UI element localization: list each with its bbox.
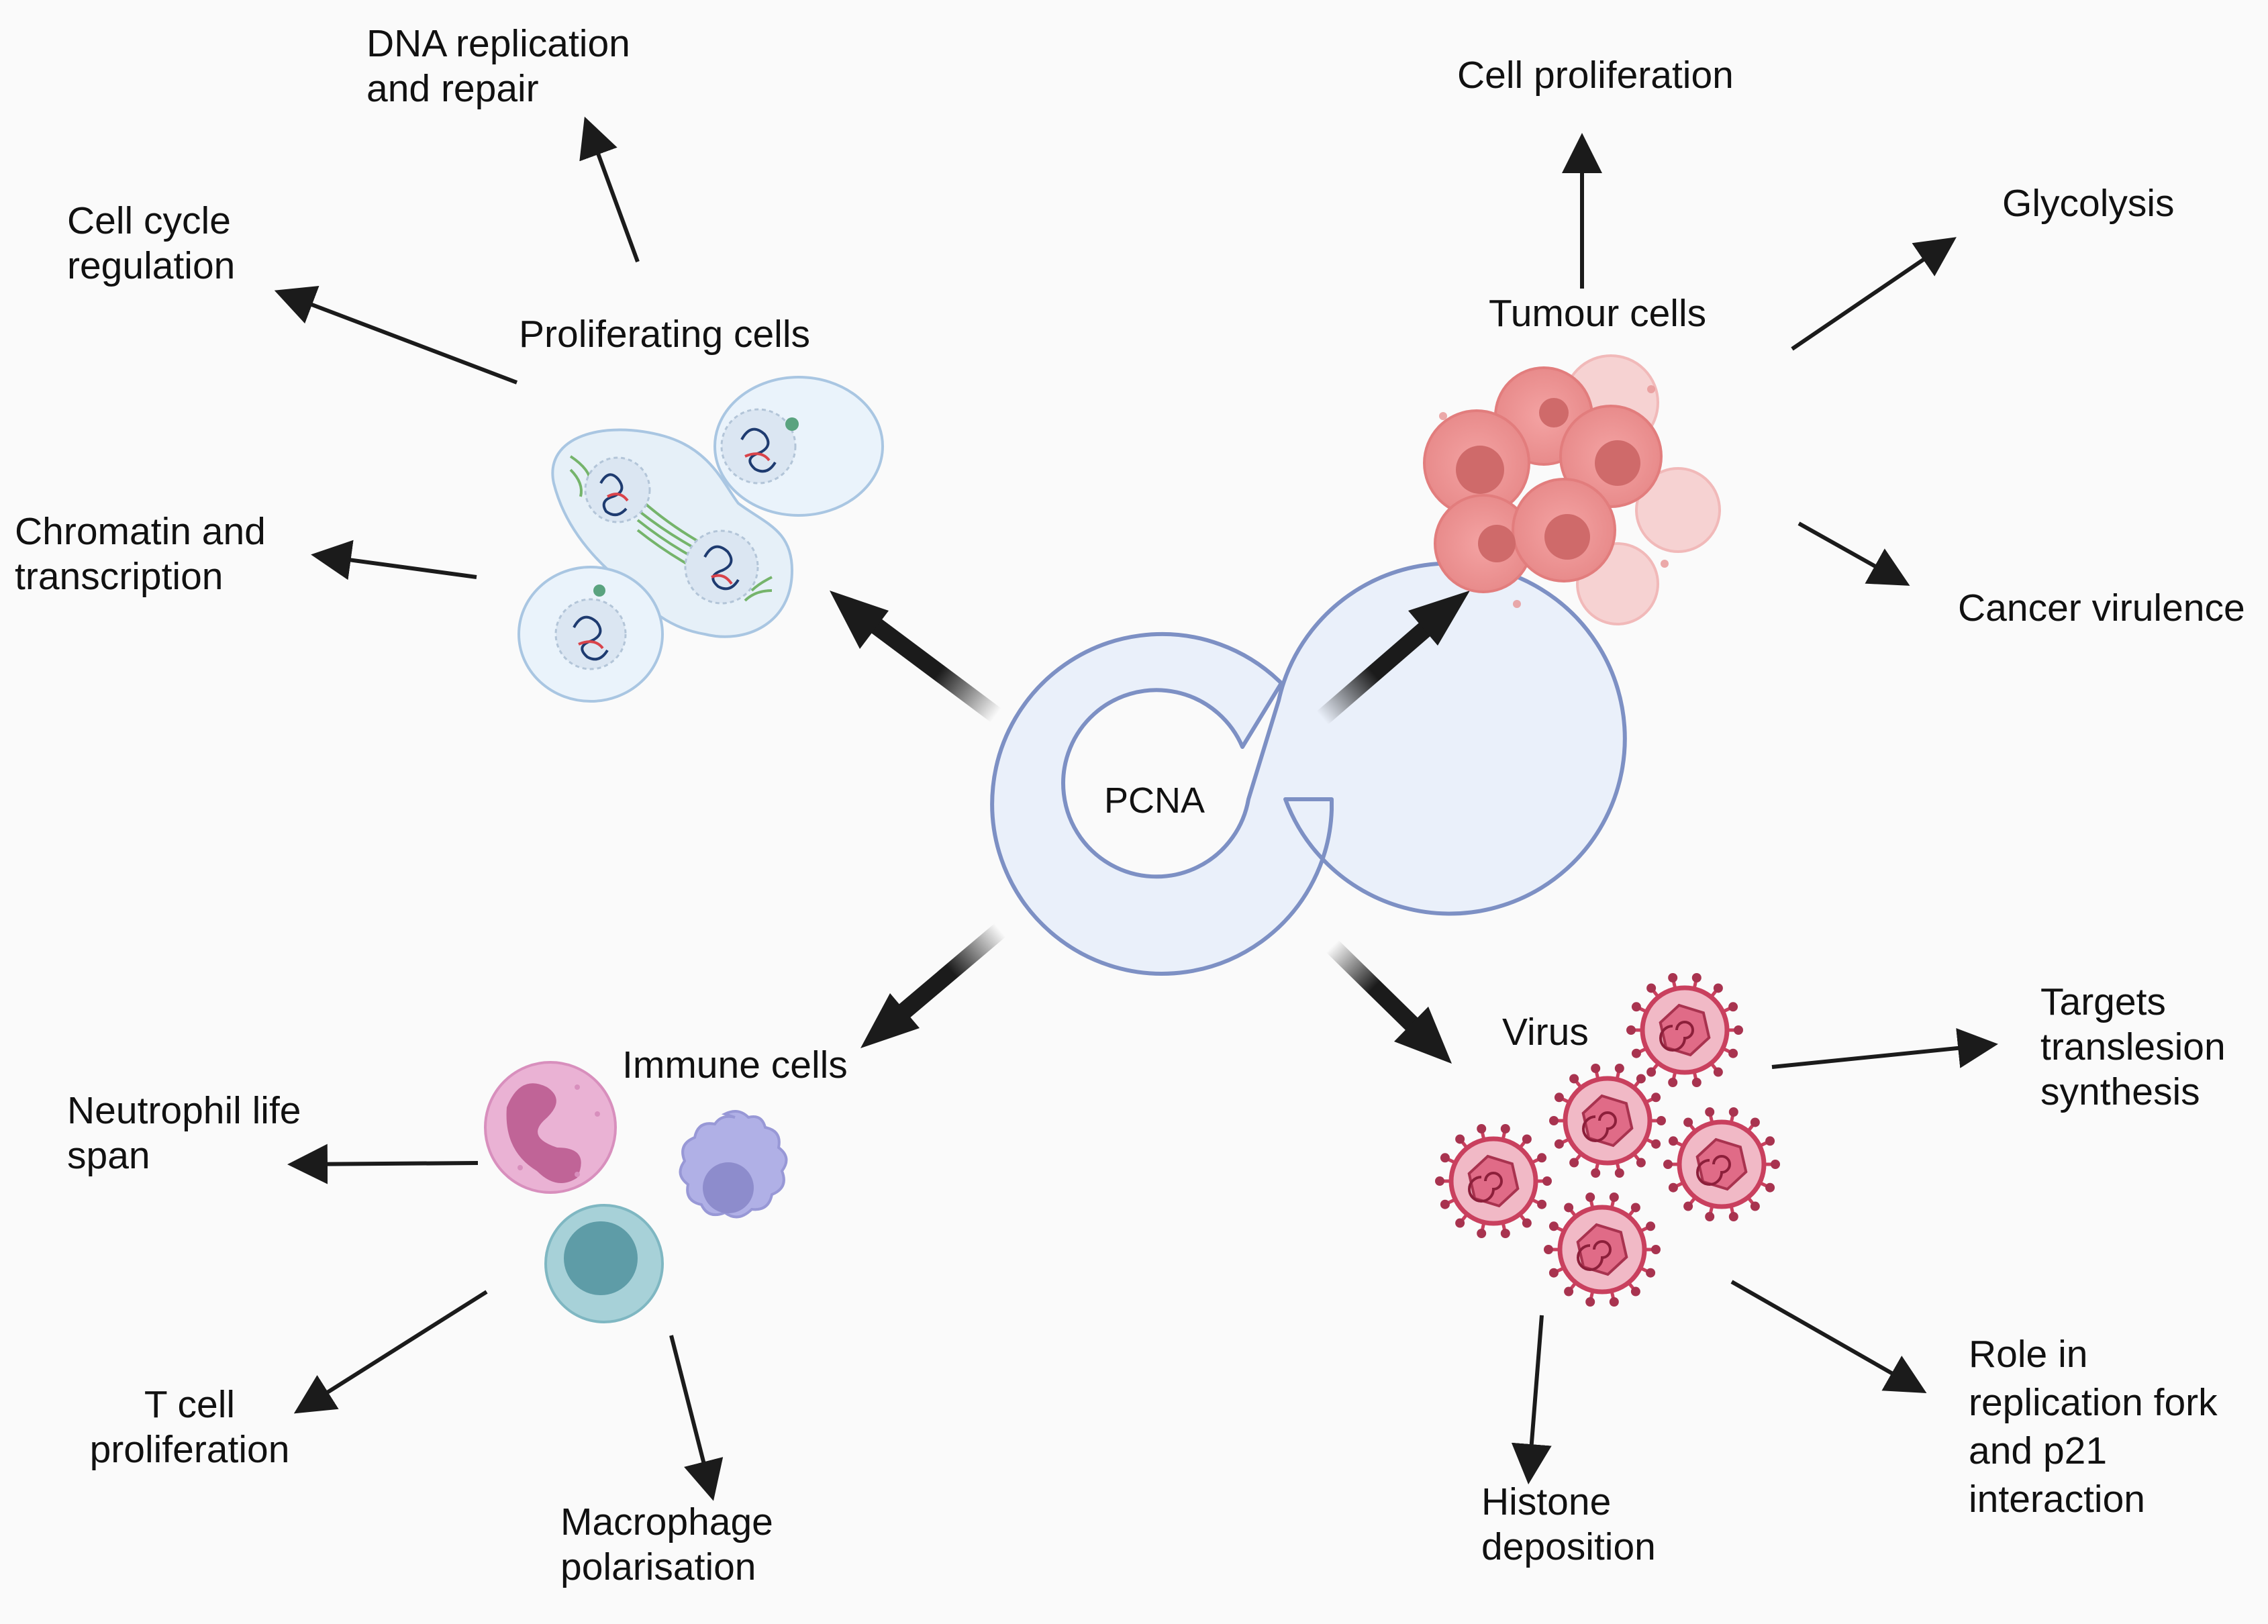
immune-cells-title: Immune cells — [622, 1044, 848, 1086]
arrow-histone — [1511, 1315, 1552, 1484]
arrowhead-immune — [860, 993, 920, 1048]
arrow-cell-cycle — [274, 286, 518, 385]
virus-particle — [1626, 973, 1743, 1087]
outcome-chromatin: Chromatin and transcription — [15, 510, 266, 598]
virus-icon — [1435, 973, 1780, 1307]
outcome-glycolysis: Glycolysis — [2002, 182, 2175, 225]
arrow-replication-fork — [1730, 1280, 1927, 1393]
outcome-t-cell: T cell proliferation — [89, 1383, 290, 1471]
virus-particle — [1549, 1064, 1666, 1178]
pcna-ring — [990, 561, 1627, 976]
outcome-histone: Histone deposition — [1481, 1480, 1656, 1568]
arrowhead-tumour — [1408, 591, 1470, 646]
virus-title: Virus — [1502, 1011, 1589, 1054]
arrow-dna-replication — [579, 116, 640, 263]
virus-particle — [1435, 1124, 1552, 1238]
outcome-translesion: Targets translesion synthesis — [2040, 980, 2226, 1113]
tumour-cells-icon — [1423, 354, 1721, 625]
outcome-neutrophil: Neutrophil life span — [67, 1089, 301, 1177]
arrow-t-cell — [293, 1290, 488, 1414]
outcome-cancer-virulence: Cancer virulence — [1958, 587, 2245, 629]
arrow-cancer-virulence — [1797, 521, 1910, 586]
outcome-dna-replication: DNA replication and repair — [366, 22, 630, 110]
outcome-cell-cycle: Cell cycle regulation — [67, 199, 236, 287]
arrow-glycolysis — [1791, 237, 1957, 351]
tumour-cells-title: Tumour cells — [1489, 292, 1707, 335]
arrowhead-virus — [1394, 1007, 1452, 1064]
virus-particle — [1663, 1107, 1780, 1221]
arrow-macrophage — [669, 1335, 724, 1501]
arrowhead-proliferating — [830, 591, 889, 649]
outcome-macrophage: Macrophage polarisation — [560, 1501, 773, 1588]
proliferating-cells-icon — [517, 376, 884, 703]
arrow-chromatin — [311, 540, 477, 580]
virus-particle — [1544, 1192, 1661, 1307]
outcome-cell-proliferation: Cell proliferation — [1457, 54, 1734, 97]
arrow-neutrophil — [287, 1144, 479, 1184]
immune-cells-icon — [484, 1061, 788, 1323]
arrow-translesion — [1771, 1028, 1998, 1069]
proliferating-cells-title: Proliferating cells — [519, 313, 811, 356]
outcome-replication-fork: Role in replication fork and p21 interac… — [1969, 1333, 2218, 1521]
pcna-label: PCNA — [1103, 780, 1205, 821]
